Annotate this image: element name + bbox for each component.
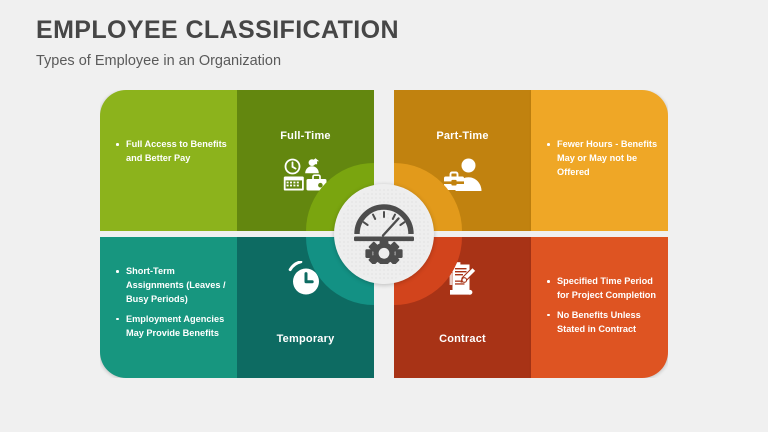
page-title: EMPLOYEE CLASSIFICATION	[36, 16, 399, 44]
gauge-gear-icon	[354, 204, 414, 264]
list-item: Specified Time Period for Project Comple…	[545, 275, 658, 303]
quadrant-contract[interactable]: Contract	[394, 237, 668, 378]
quadrant-part-time[interactable]: Part-Time Fewer Hours - Benefits May or …	[394, 90, 668, 231]
contract-bullets-panel: Specified Time Period for Project Comple…	[531, 237, 668, 378]
list-item: Fewer Hours - Benefits May or May not be…	[545, 138, 658, 180]
list-item: Full Access to Benefits and Better Pay	[114, 138, 227, 166]
slide-header: EMPLOYEE CLASSIFICATION Types of Employe…	[36, 16, 736, 70]
quadrant-temporary[interactable]: Short-Term Assignments (Leaves / Busy Pe…	[100, 237, 374, 378]
part-time-bullet-list: Fewer Hours - Benefits May or May not be…	[545, 138, 658, 180]
part-time-label: Part-Time	[436, 130, 489, 142]
center-hub	[334, 184, 434, 284]
list-item: Short-Term Assignments (Leaves / Busy Pe…	[114, 265, 227, 307]
temporary-bullets-panel: Short-Term Assignments (Leaves / Busy Pe…	[100, 237, 237, 378]
temporary-bullet-list: Short-Term Assignments (Leaves / Busy Pe…	[114, 265, 227, 341]
full-time-label: Full-Time	[280, 130, 331, 142]
full-time-bullet-list: Full Access to Benefits and Better Pay	[114, 138, 227, 166]
person-briefcase-icon	[394, 158, 531, 197]
page-subtitle: Types of Employee in an Organization	[36, 52, 282, 69]
list-item: Employment Agencies May Provide Benefits	[114, 313, 227, 341]
employee-classification-diagram: Full Access to Benefits and Better Pay F…	[100, 90, 668, 378]
full-time-bullets-panel: Full Access to Benefits and Better Pay	[100, 90, 237, 231]
list-item: No Benefits Unless Stated in Contract	[545, 309, 658, 337]
quadrant-full-time[interactable]: Full Access to Benefits and Better Pay F…	[100, 90, 374, 231]
clock-person-calendar-briefcase-icon	[237, 158, 374, 197]
part-time-bullets-panel: Fewer Hours - Benefits May or May not be…	[531, 90, 668, 231]
temporary-label: Temporary	[276, 333, 335, 345]
contract-bullet-list: Specified Time Period for Project Comple…	[545, 275, 658, 337]
contract-label: Contract	[439, 333, 486, 345]
